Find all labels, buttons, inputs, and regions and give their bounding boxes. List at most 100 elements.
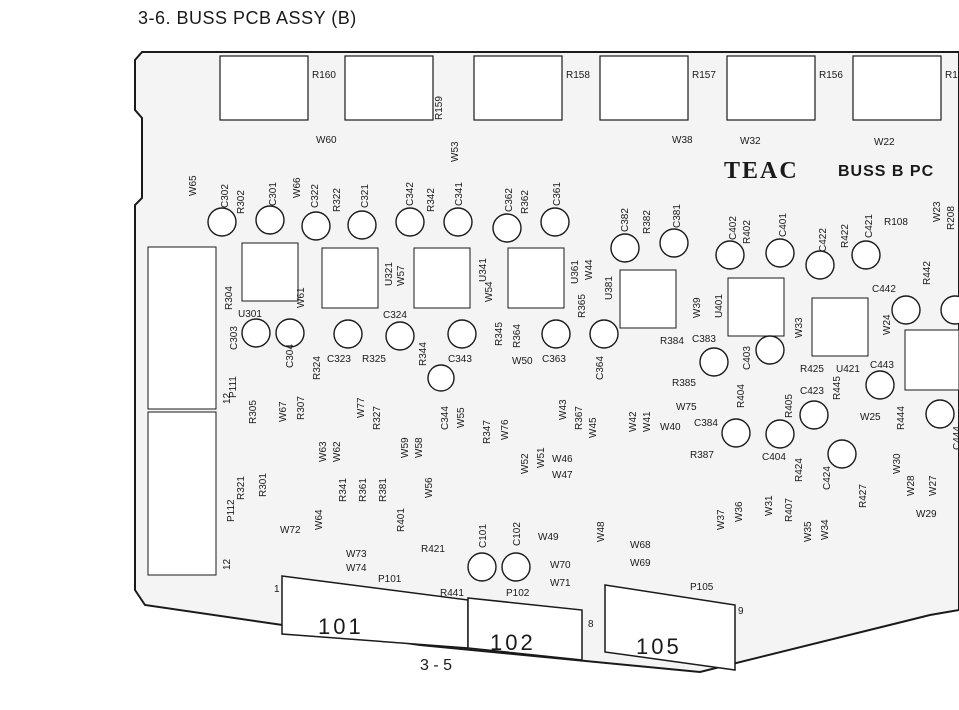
component-label: W30 (892, 453, 903, 474)
pad-label: R158 (566, 70, 590, 81)
component-label: W76 (500, 419, 511, 440)
component-label: C342 (405, 182, 416, 206)
component-label: W51 (536, 447, 547, 468)
pad-label: R1 (945, 70, 958, 81)
component-label: W65 (188, 175, 199, 196)
component-label: R402 (742, 220, 753, 244)
component-label: W46 (552, 454, 573, 465)
ic-u381 (619, 269, 677, 329)
component-label: C384 (694, 418, 718, 429)
component-label: R108 (884, 217, 908, 228)
component-label: R387 (690, 450, 714, 461)
component-label: U421 (836, 364, 860, 375)
component-label: R365 (577, 294, 588, 318)
component-label: R361 (358, 478, 369, 502)
component-label: W55 (456, 407, 467, 428)
ic-u361 (507, 247, 565, 309)
component-label: W23 (932, 201, 943, 222)
board-title: BUSS B PC (838, 163, 934, 180)
component-label: R347 (482, 420, 493, 444)
board-outline (134, 51, 959, 674)
component-label: R427 (858, 484, 869, 508)
pin-label: P105 (690, 582, 714, 593)
ic-u341 (413, 247, 471, 309)
component-label: W45 (588, 417, 599, 438)
component-label: C403 (742, 346, 753, 370)
component-label: W77 (356, 397, 367, 418)
component-label: C401 (778, 213, 789, 237)
pin-label: P102 (506, 588, 530, 599)
component-label: R307 (296, 396, 307, 420)
component-label: W33 (794, 317, 805, 338)
component-label: W69 (630, 558, 651, 569)
component-label: R442 (922, 261, 933, 285)
component-label: W39 (692, 297, 703, 318)
component-label: R321 (236, 476, 247, 500)
component-label: R384 (660, 336, 684, 347)
component-label: R208 (946, 206, 957, 230)
pad-label: R160 (312, 70, 336, 81)
pad-block-r160 (219, 55, 309, 121)
component-label: C344 (440, 406, 451, 430)
component-label: C361 (552, 182, 563, 206)
component-label: R324 (312, 356, 323, 380)
component-label: W50 (512, 356, 533, 367)
pin-label: P112 (226, 499, 237, 522)
component-label: C421 (864, 214, 875, 238)
component-label: R407 (784, 498, 795, 522)
component-label: W34 (820, 519, 831, 540)
component-label: R422 (840, 224, 851, 248)
ic-u301 (241, 242, 299, 302)
component-label: C301 (268, 182, 279, 206)
ic-right (904, 329, 959, 391)
component-label: W36 (734, 501, 745, 522)
component-label: W59 (400, 437, 411, 458)
pin-label: 12 (222, 392, 233, 404)
component-label: R364 (512, 324, 523, 348)
component-label: W62 (332, 441, 343, 462)
component-label: R445 (832, 376, 843, 400)
component-label: R325 (362, 354, 386, 365)
component-label: R404 (736, 384, 747, 408)
pin-label: 9 (738, 606, 744, 617)
component-label: W52 (520, 453, 531, 474)
component-label: U381 (604, 276, 615, 300)
pad-label: R159 (434, 96, 445, 120)
ic-u421 (811, 297, 869, 357)
ic-u321 (321, 247, 379, 309)
component-label: W63 (318, 441, 329, 462)
component-label: W40 (660, 422, 681, 433)
component-label: W47 (552, 470, 573, 481)
component-label: W70 (550, 560, 571, 571)
component-label: W66 (292, 177, 303, 198)
component-label: R381 (378, 478, 389, 502)
component-label: W24 (882, 314, 893, 335)
component-label: C444 (952, 426, 959, 450)
component-label: W72 (280, 525, 301, 536)
component-label: C322 (310, 184, 321, 208)
component-label: R362 (520, 190, 531, 214)
component-label: C404 (762, 452, 786, 463)
component-label: C364 (595, 356, 606, 380)
component-label: R304 (224, 286, 235, 310)
component-label: C382 (620, 208, 631, 232)
pad-block-r156 (726, 55, 816, 121)
component-label: W54 (484, 281, 495, 302)
component-label: C323 (327, 354, 351, 365)
component-label: W74 (346, 563, 367, 574)
page-title: 3-6. BUSS PCB ASSY (B) (138, 8, 357, 28)
pin-label: 12 (222, 558, 233, 570)
component-label: W25 (860, 412, 881, 423)
component-label: C302 (220, 184, 231, 208)
component-label: C383 (692, 334, 716, 345)
pad-block-r1 (852, 55, 942, 121)
component-label: W29 (916, 509, 937, 520)
component-label: R382 (642, 210, 653, 234)
component-label: W75 (676, 402, 697, 413)
component-label: R302 (236, 190, 247, 214)
component-label: W57 (396, 265, 407, 286)
component-label: C442 (872, 284, 896, 295)
component-label: C363 (542, 354, 566, 365)
component-label: W31 (764, 495, 775, 516)
pad-block-r158 (473, 55, 563, 121)
